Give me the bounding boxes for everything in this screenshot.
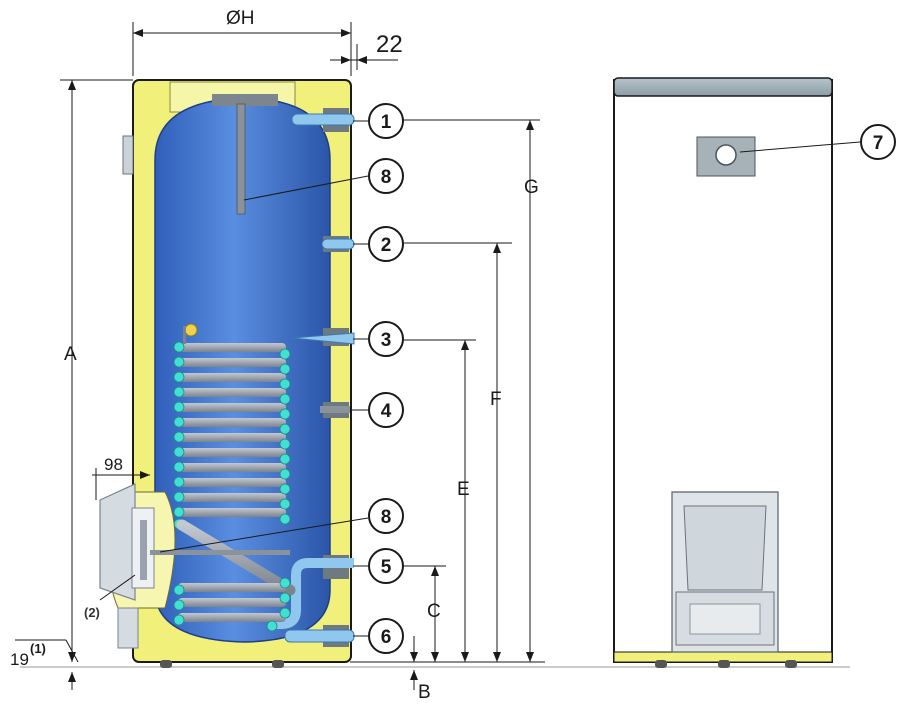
leader-lines bbox=[99, 120, 861, 637]
exterior-view bbox=[613, 77, 833, 668]
svg-text:8: 8 bbox=[381, 167, 392, 188]
arrowheads bbox=[68, 29, 534, 682]
control-box bbox=[671, 491, 779, 653]
anode-bracket bbox=[212, 94, 278, 106]
svg-text:7: 7 bbox=[873, 133, 884, 154]
dimension-labels: ØH 22 A G F E C B 98 19 (1) (2) bbox=[10, 8, 539, 703]
callout-3: 3 bbox=[368, 321, 404, 357]
label-g: G bbox=[524, 177, 539, 198]
callout-1: 1 bbox=[368, 103, 404, 139]
tank-feet bbox=[160, 660, 284, 668]
exterior-feet bbox=[655, 660, 797, 668]
section-view bbox=[99, 79, 355, 668]
svg-text:5: 5 bbox=[381, 557, 392, 578]
callout-8-top: 8 bbox=[368, 158, 404, 194]
upper-coil bbox=[173, 323, 296, 596]
svg-text:1: 1 bbox=[381, 112, 392, 133]
callout-8-bottom: 8 bbox=[368, 498, 404, 534]
callout-5: 5 bbox=[368, 548, 404, 584]
label-heater-note: (2) bbox=[84, 605, 100, 620]
label-c: C bbox=[427, 601, 441, 622]
callout-6: 6 bbox=[368, 618, 404, 654]
svg-text:3: 3 bbox=[381, 330, 392, 351]
heater-flange bbox=[99, 483, 290, 649]
label-diameter: ØH bbox=[226, 8, 255, 29]
label-e: E bbox=[457, 479, 470, 500]
heating-rod bbox=[150, 550, 290, 555]
pipes bbox=[270, 113, 355, 643]
callouts: 1 8 2 3 4 8 5 6 bbox=[368, 103, 896, 654]
svg-text:6: 6 bbox=[381, 627, 392, 648]
label-98: 98 bbox=[104, 455, 123, 474]
label-base-note: (1) bbox=[30, 641, 46, 656]
callout-2: 2 bbox=[368, 226, 404, 262]
label-b: B bbox=[418, 682, 431, 703]
callout-4: 4 bbox=[368, 392, 404, 428]
label-f: F bbox=[490, 389, 502, 410]
label-offset-top: 22 bbox=[376, 31, 403, 58]
callout-7: 7 bbox=[860, 124, 896, 160]
label-base-value: 19 bbox=[10, 650, 29, 669]
anode-rod-top bbox=[236, 103, 246, 215]
side-tab bbox=[122, 135, 134, 175]
svg-text:4: 4 bbox=[381, 401, 392, 422]
svg-text:2: 2 bbox=[381, 235, 392, 256]
top-cap bbox=[613, 77, 833, 97]
lower-coil bbox=[173, 577, 291, 632]
dimension-lines bbox=[15, 22, 545, 690]
label-height-a: A bbox=[64, 344, 77, 365]
sensor-hole bbox=[715, 144, 737, 166]
svg-text:8: 8 bbox=[381, 507, 392, 528]
